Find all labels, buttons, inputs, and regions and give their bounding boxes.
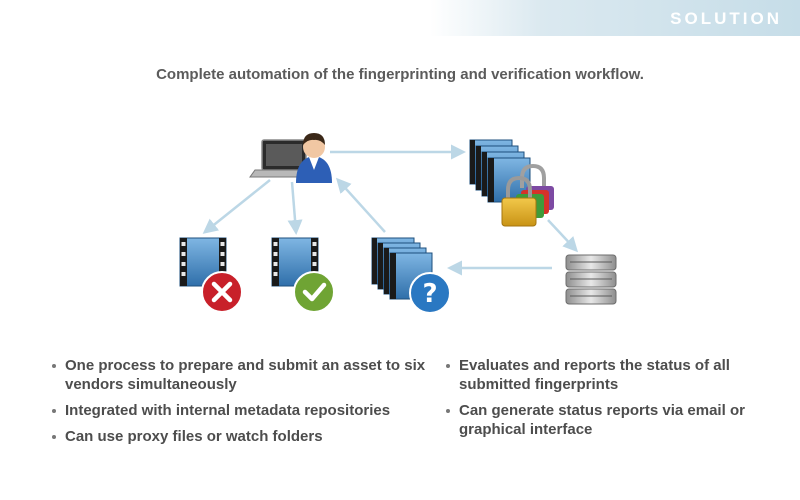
flow-arrows [202, 144, 579, 276]
list-item: Can generate status reports via email or… [446, 401, 776, 439]
video-file-rejected-icon [179, 237, 243, 313]
arrow-user-to-rejected [202, 179, 271, 234]
page-subtitle: Complete automation of the fingerprintin… [156, 66, 644, 83]
video-file-approved-icon [271, 237, 335, 313]
video-files-locked-icon [469, 139, 554, 227]
arrow-pending-to-user [335, 177, 386, 233]
workflow-diagram: ? [179, 133, 617, 314]
list-item: Integrated with internal metadata reposi… [52, 401, 432, 420]
header-band: SOLUTION [430, 0, 800, 36]
arrow-locked-to-database [547, 219, 579, 253]
list-item: Can use proxy files or watch folders [52, 427, 432, 446]
video-files-pending-icon: ? [371, 237, 451, 314]
section-title: SOLUTION [670, 9, 782, 28]
arrow-user-to-approved [287, 181, 303, 235]
benefits-list-left: One process to prepare and submit an ass… [52, 356, 432, 453]
svg-text:?: ? [422, 279, 437, 309]
list-item: Evaluates and reports the status of all … [446, 356, 776, 394]
database-server-icon [565, 254, 617, 305]
list-item: One process to prepare and submit an ass… [52, 356, 432, 394]
user-at-laptop-icon [249, 133, 332, 183]
benefits-list-right: Evaluates and reports the status of all … [446, 356, 776, 446]
